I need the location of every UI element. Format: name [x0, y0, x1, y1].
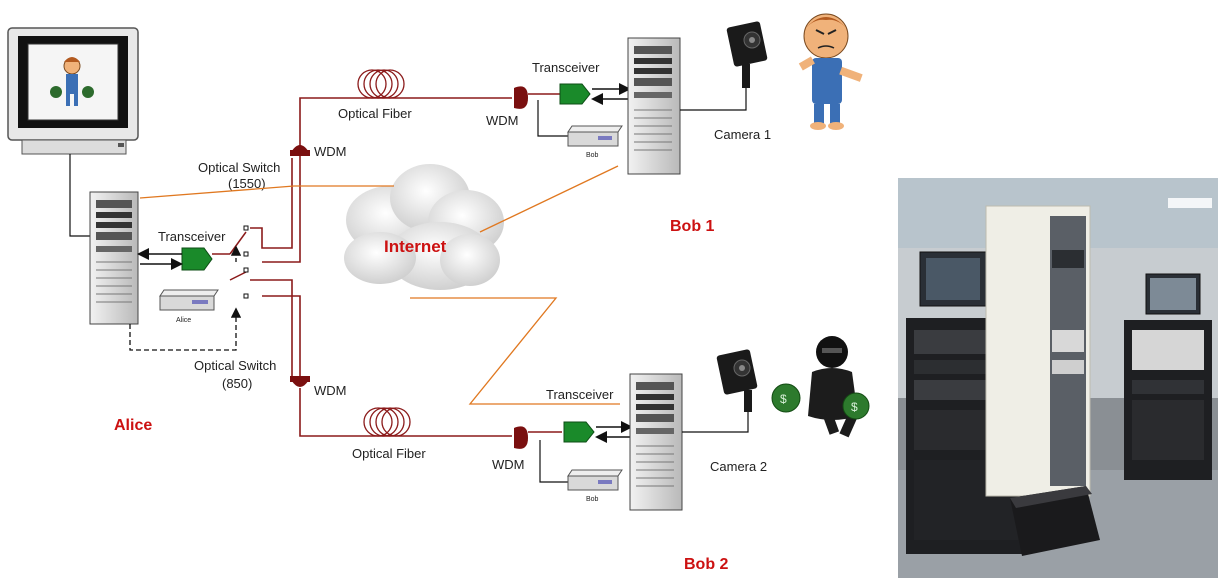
wdm-bob2-label: WDM	[492, 457, 525, 472]
optical-switch-850-label-2: (850)	[222, 376, 252, 391]
optical-switch-850	[229, 267, 249, 299]
fiber-coil-bottom-icon	[363, 407, 411, 437]
angry-child-icon	[798, 13, 863, 130]
bob1-server	[627, 37, 681, 175]
wdm-bob1-label: WDM	[486, 113, 519, 128]
camera2-label: Camera 2	[710, 459, 767, 474]
internet-cloud-icon	[344, 164, 504, 290]
bob1-label: Bob 1	[670, 218, 715, 235]
bob2-box-label: Bob	[586, 496, 599, 503]
svg-text:$: $	[851, 400, 858, 414]
transceiver-alice-label: Transceiver	[158, 229, 226, 244]
alice-box: Alice	[159, 289, 219, 324]
optical-switch-850-label-1: Optical Switch	[194, 358, 276, 373]
alice-box-label: Alice	[176, 317, 191, 324]
thief-icon: $ $	[771, 336, 870, 438]
fiber-lines-alice	[250, 97, 512, 437]
child-with-bags-icon	[50, 57, 94, 106]
optical-switch-1550-label-2: (1550)	[228, 176, 266, 191]
bob2-transceiver	[563, 421, 595, 443]
fiber-coil-top-icon	[357, 69, 405, 99]
camera1-icon	[726, 21, 768, 88]
bob1-transceiver	[559, 83, 591, 105]
bob2-wdm	[514, 426, 528, 449]
bob2-box: Bob	[567, 469, 623, 503]
svg-text:$: $	[780, 392, 787, 406]
bob2-label: Bob 2	[684, 556, 729, 573]
bob1-wdm	[514, 86, 528, 109]
monitor	[7, 27, 139, 155]
transceiver-bob1-label: Transceiver	[532, 60, 600, 75]
alice-server	[89, 191, 139, 325]
alice-transceiver	[181, 247, 213, 271]
wdm-alice-top-label: WDM	[314, 144, 347, 159]
bob1-box-label: Bob	[586, 152, 599, 159]
optical-fiber-bottom-label: Optical Fiber	[352, 446, 426, 461]
internet-label: Internet	[384, 237, 447, 256]
switch-control-line	[129, 307, 242, 351]
internet-links	[139, 165, 620, 405]
monitor-cable	[69, 154, 92, 237]
transceiver-bob2-label: Transceiver	[546, 387, 614, 402]
optical-fiber-top-label: Optical Fiber	[338, 106, 412, 121]
wdm-alice-bottom-label: WDM	[314, 383, 347, 398]
alice-label: Alice	[114, 417, 152, 434]
wdm-alice-top	[290, 145, 310, 156]
bob1-box: Bob	[567, 125, 623, 159]
wdm-alice-bottom	[290, 376, 310, 387]
optical-switch-1550-label-1: Optical Switch	[198, 160, 280, 175]
bob2-server	[629, 373, 683, 511]
camera2-icon	[716, 349, 758, 412]
lab-photo	[898, 178, 1218, 578]
camera1-label: Camera 1	[714, 127, 771, 142]
